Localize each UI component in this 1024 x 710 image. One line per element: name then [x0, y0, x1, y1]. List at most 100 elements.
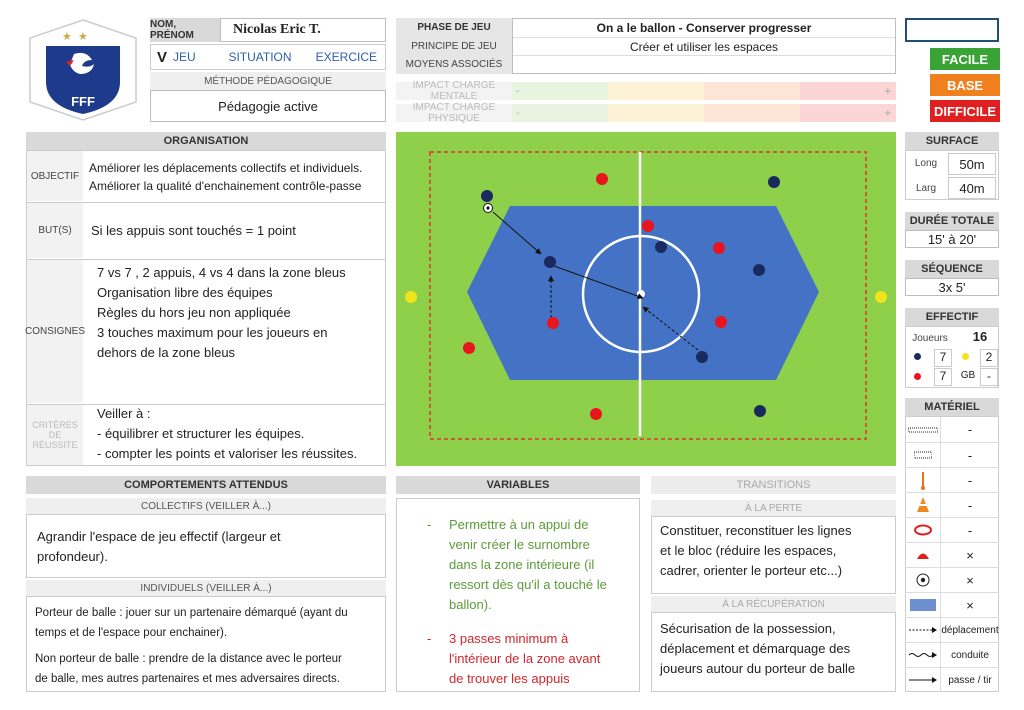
- ladder-icon: [905, 443, 941, 467]
- variables-title: VARIABLES: [396, 476, 640, 494]
- nom-value: Nicolas Eric T.: [233, 22, 321, 37]
- principe-label: PRINCIPE DE JEU: [411, 40, 497, 52]
- recup-label: À LA RÉCUPÉRATION: [651, 596, 896, 612]
- tab-jeu[interactable]: JEU: [173, 50, 196, 64]
- nom-field[interactable]: Nicolas Eric T.: [220, 18, 386, 42]
- navy-dot-icon: [914, 353, 921, 360]
- moyens-label: MOYENS ASSOCIÉS: [405, 59, 503, 70]
- legend-deplacement: déplacement: [941, 624, 999, 636]
- player-red: [596, 173, 608, 185]
- consigne-line-1: 7 vs 7 , 2 appuis, 4 vs 4 dans la zone b…: [97, 265, 346, 280]
- zone-icon: [905, 593, 941, 617]
- player-red: [590, 408, 602, 420]
- materiel-row[interactable]: -: [905, 417, 999, 442]
- phase-label: PHASE DE JEU: [417, 22, 491, 33]
- player-yellow: [405, 291, 417, 303]
- red-count: 7: [934, 368, 952, 386]
- nom-label: NOM, PRÉNOM: [150, 18, 220, 42]
- materiel-box: [905, 416, 999, 692]
- gb-value: -: [980, 368, 998, 386]
- variable-1-line-4: ressort dès qu'il a touché le: [449, 577, 607, 592]
- collectifs-label: COLLECTIFS (VEILLER À...): [26, 498, 386, 514]
- pass-arrow-1: [492, 211, 542, 255]
- outer-boundary: [429, 151, 867, 440]
- criteres-label: CRITÈRES DE RÉUSSITE: [27, 404, 83, 465]
- dotted-arrow-icon: [905, 618, 941, 642]
- perte-box: Constituer, reconstituer les lignes et l…: [651, 516, 896, 594]
- impact-mentale-minus: -: [516, 85, 520, 97]
- hurdles-icon: [905, 417, 941, 442]
- materiel-value: -: [967, 522, 973, 538]
- collectif-line-2: profondeur).: [37, 549, 108, 564]
- critere-line-1: Veiller à :: [97, 406, 151, 421]
- cone-icon: [905, 493, 941, 517]
- variable-2-line-2: l'intérieur de la zone avant: [449, 651, 601, 666]
- impact-physique-bar[interactable]: -+: [512, 104, 896, 122]
- player-red: [547, 317, 559, 329]
- yellow-dot-icon: [962, 353, 969, 360]
- variable-1-line-3: dans la zone intérieure (il: [449, 557, 595, 572]
- tab-situation[interactable]: SITUATION: [228, 50, 292, 64]
- materiel-value: ×: [966, 597, 974, 613]
- duree-value[interactable]: 15' à 20': [905, 230, 999, 248]
- recup-box: Sécurisation de la possession, déplaceme…: [651, 612, 896, 692]
- facile-button[interactable]: FACILE: [930, 48, 1000, 70]
- perte-line-1: Constituer, reconstituer les lignes: [660, 523, 852, 538]
- player-red: [715, 316, 727, 328]
- non-porteur-line-2: de balle, mes autres partenaires et mes …: [35, 673, 340, 685]
- solid-arrow-icon: [905, 668, 941, 692]
- consigne-line-5: dehors de la zone bleus: [97, 345, 236, 360]
- legend-row: conduite: [905, 642, 999, 667]
- player-red: [713, 242, 725, 254]
- variable-1-line-2: venir créer le surnombre: [449, 537, 590, 552]
- collectif-line-1: Agrandir l'espace de jeu effectif (large…: [37, 529, 281, 544]
- materiel-row[interactable]: -: [905, 517, 999, 542]
- player-navy: [481, 190, 493, 202]
- materiel-value: ×: [966, 572, 974, 588]
- long-value[interactable]: 50m: [948, 153, 996, 175]
- variable-1-line-1: Permettre à un appui de: [449, 517, 589, 532]
- moyens-value: [513, 56, 895, 74]
- but-value: Si les appuis sont touchés = 1 point: [91, 223, 296, 238]
- organisation-title: ORGANISATION: [26, 132, 386, 150]
- long-label: Long: [914, 157, 938, 169]
- pass-arrow-2: [553, 265, 644, 299]
- materiel-row[interactable]: -: [905, 467, 999, 492]
- variable-2-line-1: 3 passes minimum à: [449, 631, 569, 646]
- player-navy: [655, 241, 667, 253]
- check-mark: V: [156, 48, 167, 66]
- variable-1-dash: -: [427, 517, 432, 532]
- legend-row: passe / tir: [905, 667, 999, 692]
- phase-value: On a le ballon - Conserver progresser: [513, 19, 895, 38]
- player-navy: [753, 264, 765, 276]
- player-red: [642, 220, 654, 232]
- materiel-row[interactable]: ×: [905, 567, 999, 592]
- ball-icon: [905, 568, 941, 592]
- run-arrow-2: [642, 306, 699, 351]
- materiel-row[interactable]: -: [905, 492, 999, 517]
- player-red: [463, 342, 475, 354]
- materiel-value: ×: [966, 547, 974, 563]
- base-button[interactable]: BASE: [930, 74, 1000, 96]
- wavy-arrow-icon: [905, 643, 941, 667]
- materiel-row[interactable]: ×: [905, 542, 999, 567]
- hoop-icon: [905, 518, 941, 542]
- impact-mentale-plus: +: [883, 85, 892, 97]
- individuels-label: INDIVIDUELS (VEILLER À...): [26, 580, 386, 596]
- difficile-button[interactable]: DIFFICILE: [930, 100, 1000, 122]
- tab-exercice[interactable]: EXERCICE: [315, 50, 377, 64]
- objectif-line-2: Améliorer la qualité d'enchainement cont…: [89, 179, 362, 193]
- consigne-line-2: Organisation libre des équipes: [97, 285, 273, 300]
- materiel-row[interactable]: ×: [905, 592, 999, 617]
- sequence-value[interactable]: 3x 5': [905, 278, 999, 296]
- difficulty-input[interactable]: [905, 18, 999, 42]
- criteres-label-2: DE RÉUSSITE: [32, 430, 78, 450]
- critere-line-2: - équilibrer et structurer les équipes.: [97, 426, 305, 441]
- impact-mentale-bar[interactable]: -+: [512, 82, 896, 100]
- legend-row: déplacement: [905, 617, 999, 642]
- materiel-value: -: [967, 447, 973, 463]
- materiel-value: -: [967, 472, 973, 488]
- larg-value[interactable]: 40m: [948, 177, 996, 199]
- phase-labels: PHASE DE JEU PRINCIPE DE JEU MOYENS ASSO…: [396, 18, 512, 74]
- materiel-row[interactable]: -: [905, 442, 999, 467]
